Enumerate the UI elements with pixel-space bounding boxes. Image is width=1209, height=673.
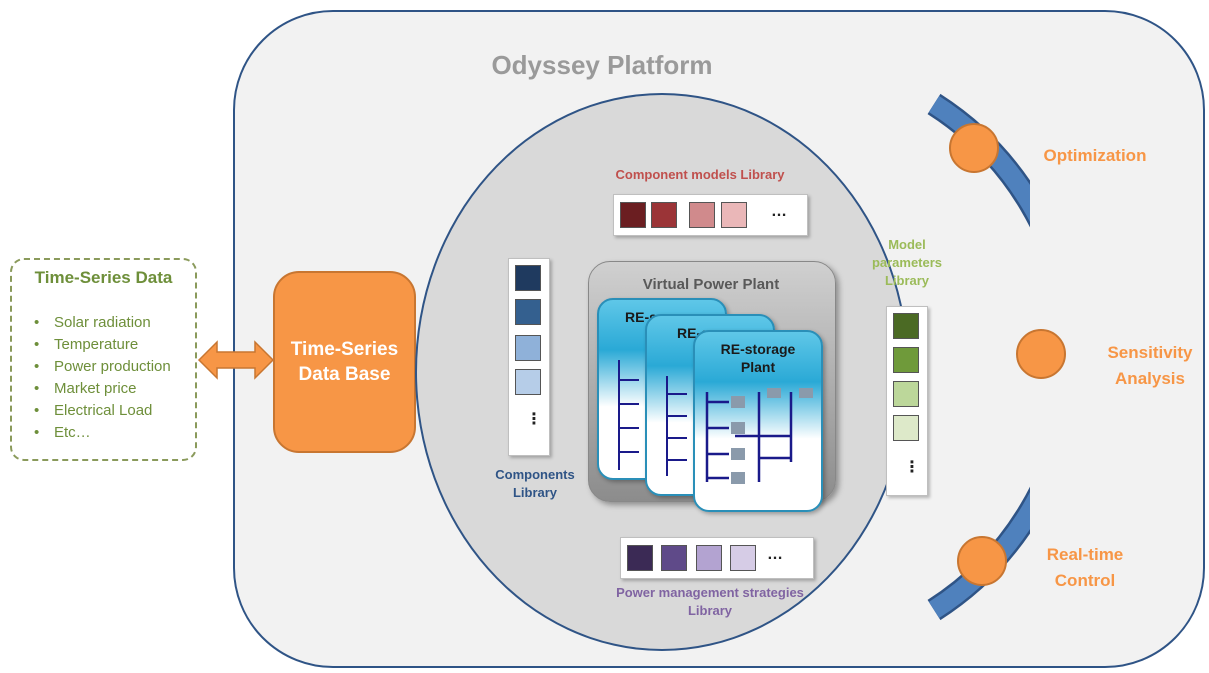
component-model-swatch	[689, 202, 715, 228]
real-time-control-node	[957, 536, 1007, 586]
component-swatch	[515, 335, 541, 361]
time-series-data-title: Time-Series Data	[34, 268, 173, 287]
power-management-library-label: Power management strategies Library	[580, 584, 840, 620]
component-models-strip: …	[613, 194, 808, 236]
label-line: Optimization	[1043, 146, 1147, 165]
component-model-swatch	[651, 202, 677, 228]
list-item: Power production	[34, 356, 171, 378]
model-parameter-swatch	[893, 313, 919, 339]
database-label-line2: Data Base	[298, 364, 391, 385]
label-line: Power management strategies	[616, 585, 804, 600]
label-line: Real-time	[1046, 545, 1124, 564]
list-item: Electrical Load	[34, 400, 171, 422]
component-swatch	[515, 299, 541, 325]
list-item: Market price	[34, 378, 171, 400]
component-swatch	[515, 265, 541, 291]
label-line: Analysis	[1115, 369, 1185, 388]
label-line: Library	[687, 603, 733, 618]
label-line: parameters	[871, 255, 943, 270]
components-library-strip: ⋮	[508, 258, 550, 456]
plant-schematic-icon	[618, 360, 639, 470]
plant-card-re-storage: RE-storage Plant	[693, 330, 823, 512]
power-strategy-swatch	[696, 545, 722, 571]
model-parameter-swatch	[893, 347, 919, 373]
optimization-label: Optimization	[1030, 143, 1160, 169]
list-item: Temperature	[34, 334, 171, 356]
label-line: RE-storage	[720, 341, 796, 357]
double-arrow-icon	[197, 340, 275, 380]
component-models-library-label: Component models Library	[615, 167, 785, 182]
more-icon: …	[771, 203, 787, 220]
label-line: Control	[1054, 571, 1116, 590]
model-parameter-swatch	[893, 415, 919, 441]
component-model-swatch	[721, 202, 747, 228]
database-label-line1: Time-Series	[290, 339, 399, 360]
sensitivity-analysis-node	[1016, 329, 1066, 379]
virtual-power-plant-title: Virtual Power Plant	[642, 276, 780, 293]
optimization-node	[949, 123, 999, 173]
list-item: Etc…	[34, 422, 171, 444]
platform-title: Odyssey Platform	[491, 50, 713, 80]
real-time-control-label: Real-time Control	[1025, 542, 1145, 594]
component-swatch	[515, 369, 541, 395]
model-parameters-library-label: Model parameters Library	[858, 236, 956, 290]
time-series-data-list: Solar radiation Temperature Power produc…	[34, 312, 171, 444]
component-model-swatch	[620, 202, 646, 228]
plant-schematic-icon	[705, 388, 813, 484]
more-icon: ⋮	[526, 411, 542, 428]
more-icon: ⋮	[904, 459, 920, 476]
model-parameter-swatch	[893, 381, 919, 407]
label-line: Library	[512, 485, 558, 500]
label-line: Plant	[740, 359, 776, 375]
power-strategy-swatch	[661, 545, 687, 571]
components-library-label: Components Library	[470, 466, 600, 502]
list-item: Solar radiation	[34, 312, 171, 334]
time-series-database: Time-Series Data Base	[273, 271, 416, 453]
more-icon: …	[767, 546, 783, 563]
label-line: Library	[884, 273, 930, 288]
label-line: Model	[888, 237, 926, 252]
time-series-data-box: Time-Series Data Solar radiation Tempera…	[10, 258, 197, 461]
power-strategy-swatch	[730, 545, 756, 571]
plant-schematic-icon	[666, 376, 687, 476]
label-line: Sensitivity	[1107, 343, 1193, 362]
plant-card-title: RE-storage Plant	[695, 340, 821, 376]
power-strategy-swatch	[627, 545, 653, 571]
power-management-strip: …	[620, 537, 814, 579]
model-parameters-strip: ⋮	[886, 306, 928, 496]
label-line: Components	[495, 467, 575, 482]
sensitivity-analysis-label: Sensitivity Analysis	[1090, 340, 1209, 392]
